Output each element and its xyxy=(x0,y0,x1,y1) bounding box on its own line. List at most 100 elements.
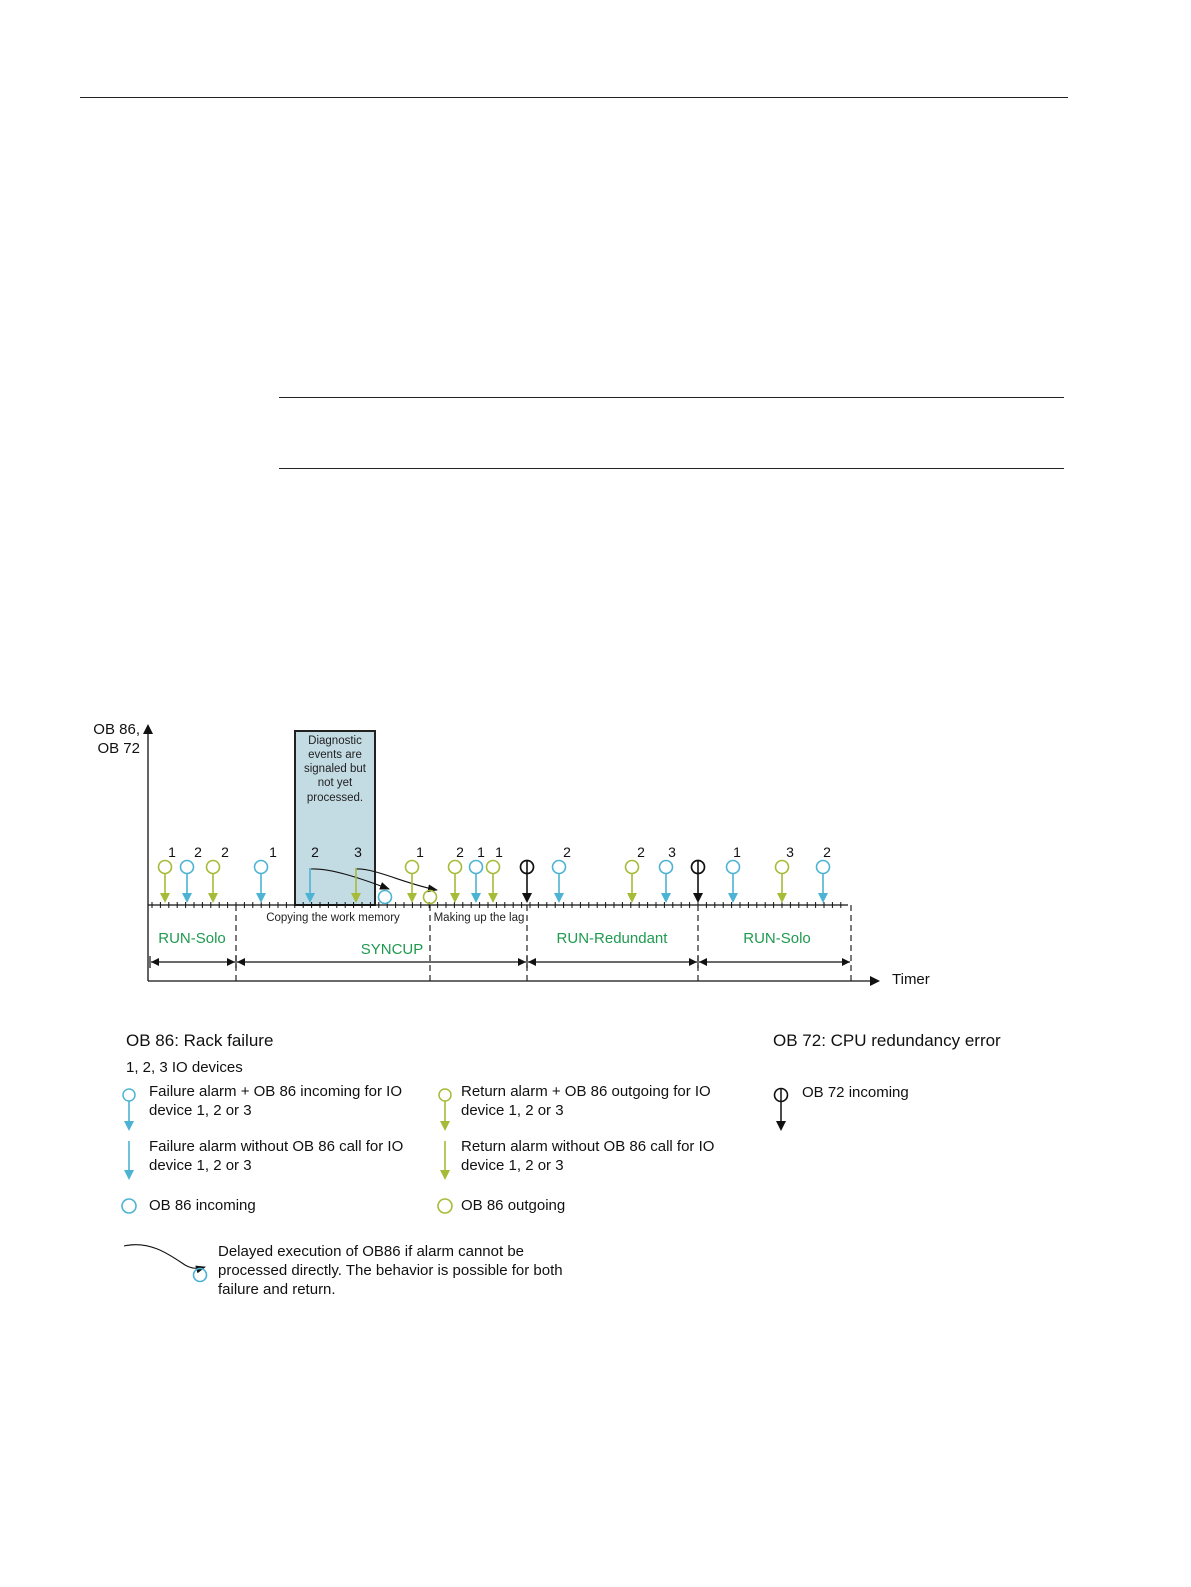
legend-ob72-title: OB 72: CPU redundancy error xyxy=(773,1031,1001,1050)
event-circle xyxy=(205,859,221,875)
delayed-execution-curve xyxy=(355,868,438,893)
legend-return-without-ob86-text: Return alarm without OB 86 call for IO xyxy=(461,1138,714,1155)
event-label: 2 xyxy=(456,844,464,860)
event-failure: 2 xyxy=(179,844,202,903)
event-return: 3 xyxy=(774,844,794,903)
event-failure-delayed: 2 xyxy=(305,844,319,903)
event-return: 2 xyxy=(624,844,645,903)
legend-ob86-title: OB 86: Rack failure xyxy=(126,1031,273,1050)
legend-ob86-subtitle: 1, 2, 3 IO devices xyxy=(126,1059,243,1076)
event-arrowhead xyxy=(818,893,828,903)
event-circle xyxy=(404,859,420,875)
legend-ob86-outgoing-text: OB 86 outgoing xyxy=(461,1197,565,1214)
event-label: 1 xyxy=(477,844,485,860)
event-arrowhead xyxy=(554,893,564,903)
legend-delayed-text: Delayed execution of OB86 if alarm canno… xyxy=(218,1243,524,1260)
event-label: 1 xyxy=(168,844,176,860)
legend-delayed-text: failure and return. xyxy=(218,1281,336,1298)
event-failure: 2 xyxy=(551,844,571,903)
legend-ob86-outgoing-icon xyxy=(437,1198,453,1214)
timeline-ticks xyxy=(151,902,842,908)
event-arrowhead xyxy=(407,893,417,903)
event-label: 1 xyxy=(269,844,277,860)
event-failure: 1 xyxy=(725,844,741,903)
y-axis-label: OB 86, xyxy=(93,721,140,738)
event-label: 3 xyxy=(786,844,794,860)
event-label: 1 xyxy=(733,844,741,860)
event-return: 2 xyxy=(447,844,464,903)
ob86-outgoing-marker xyxy=(422,889,438,905)
x-axis-arrowhead xyxy=(870,976,880,986)
phase-copy-label: Copying the work memory xyxy=(266,912,400,924)
legend-return-with-ob86-text: device 1, 2 or 3 xyxy=(461,1102,564,1119)
event-cpu xyxy=(519,859,535,903)
legend-failure-with-ob86-text: Failure alarm + OB 86 incoming for IO xyxy=(149,1083,402,1100)
event-circle xyxy=(447,859,463,875)
pending-events-highlight xyxy=(294,730,376,906)
event-failure: 3 xyxy=(658,844,676,903)
highlight-note-line: not yet xyxy=(318,777,353,789)
event-label: 2 xyxy=(221,844,229,860)
ob86-incoming-marker xyxy=(377,889,393,905)
event-arrowhead xyxy=(522,893,532,903)
y-axis-label: OB 72 xyxy=(97,740,140,757)
legend-return-with-ob86-icon xyxy=(438,1088,452,1131)
event-arrowhead xyxy=(488,893,498,903)
event-failure: 1 xyxy=(253,844,277,903)
legend-return-with-ob86-text: Return alarm + OB 86 outgoing for IO xyxy=(461,1083,711,1100)
event-circle xyxy=(157,859,173,875)
legend-failure-without-ob86-text: Failure alarm without OB 86 call for IO xyxy=(149,1138,403,1155)
mode-labels: RUN-Solo SYNCUP RUN-Redundant RUN-Solo xyxy=(158,930,811,958)
event-arrowhead xyxy=(208,893,218,903)
phase-boundaries xyxy=(235,905,852,981)
event-circle xyxy=(624,859,640,875)
mode-run-redundant: RUN-Redundant xyxy=(557,930,669,947)
event-circle xyxy=(815,859,831,875)
event-return-delayed: 3 xyxy=(351,844,362,903)
event-label: 2 xyxy=(637,844,645,860)
legend-failure-with-ob86-icon xyxy=(122,1088,136,1131)
event-circle xyxy=(253,859,269,875)
x-axis-label: Timer xyxy=(892,971,930,988)
event-label: 1 xyxy=(495,844,503,860)
event-arrowhead xyxy=(450,893,460,903)
event-circle xyxy=(468,859,484,875)
duration-arrow xyxy=(149,956,235,968)
ob86-ob72-timing-diagram: Diagnostic events are signaled but not y… xyxy=(93,721,1001,1298)
duration-arrow xyxy=(235,956,526,968)
highlight-note-line: events are xyxy=(308,749,362,761)
mode-run-solo: RUN-Solo xyxy=(743,930,811,947)
event-arrowhead xyxy=(256,893,266,903)
note-top-rule xyxy=(279,397,1064,398)
legend-return-without-ob86-icon xyxy=(440,1141,450,1180)
event-circle xyxy=(485,859,501,875)
event-arrowhead xyxy=(728,893,738,903)
delayed-execution-curve xyxy=(310,868,390,890)
legend-failure-without-ob86-icon xyxy=(124,1141,134,1180)
event-arrowhead xyxy=(351,893,361,903)
event-arrowhead xyxy=(661,893,671,903)
event-label: 2 xyxy=(563,844,571,860)
duration-arrow xyxy=(697,956,850,968)
event-arrowhead xyxy=(777,893,787,903)
event-label: 2 xyxy=(311,844,319,860)
highlight-note-line: Diagnostic xyxy=(308,735,362,747)
event-circle xyxy=(658,859,674,875)
mode-duration-arrows xyxy=(149,956,850,968)
header-rule xyxy=(80,97,1068,98)
event-label: 2 xyxy=(823,844,831,860)
event-label: 3 xyxy=(354,844,362,860)
event-return: 1 xyxy=(157,844,176,903)
event-cpu xyxy=(690,859,706,903)
legend-failure-without-ob86-text: device 1, 2 or 3 xyxy=(149,1157,252,1174)
legend-delayed-text: processed directly. The behavior is poss… xyxy=(218,1262,563,1279)
event-circle xyxy=(179,859,195,875)
event-return: 2 xyxy=(205,844,229,903)
event-return: 1 xyxy=(404,844,424,903)
legend-ob86-incoming-icon xyxy=(121,1198,137,1214)
event-arrowhead xyxy=(182,893,192,903)
event-arrowhead xyxy=(305,893,315,903)
mode-run-solo: RUN-Solo xyxy=(158,930,226,947)
event-circle xyxy=(725,859,741,875)
event-label: 1 xyxy=(416,844,424,860)
